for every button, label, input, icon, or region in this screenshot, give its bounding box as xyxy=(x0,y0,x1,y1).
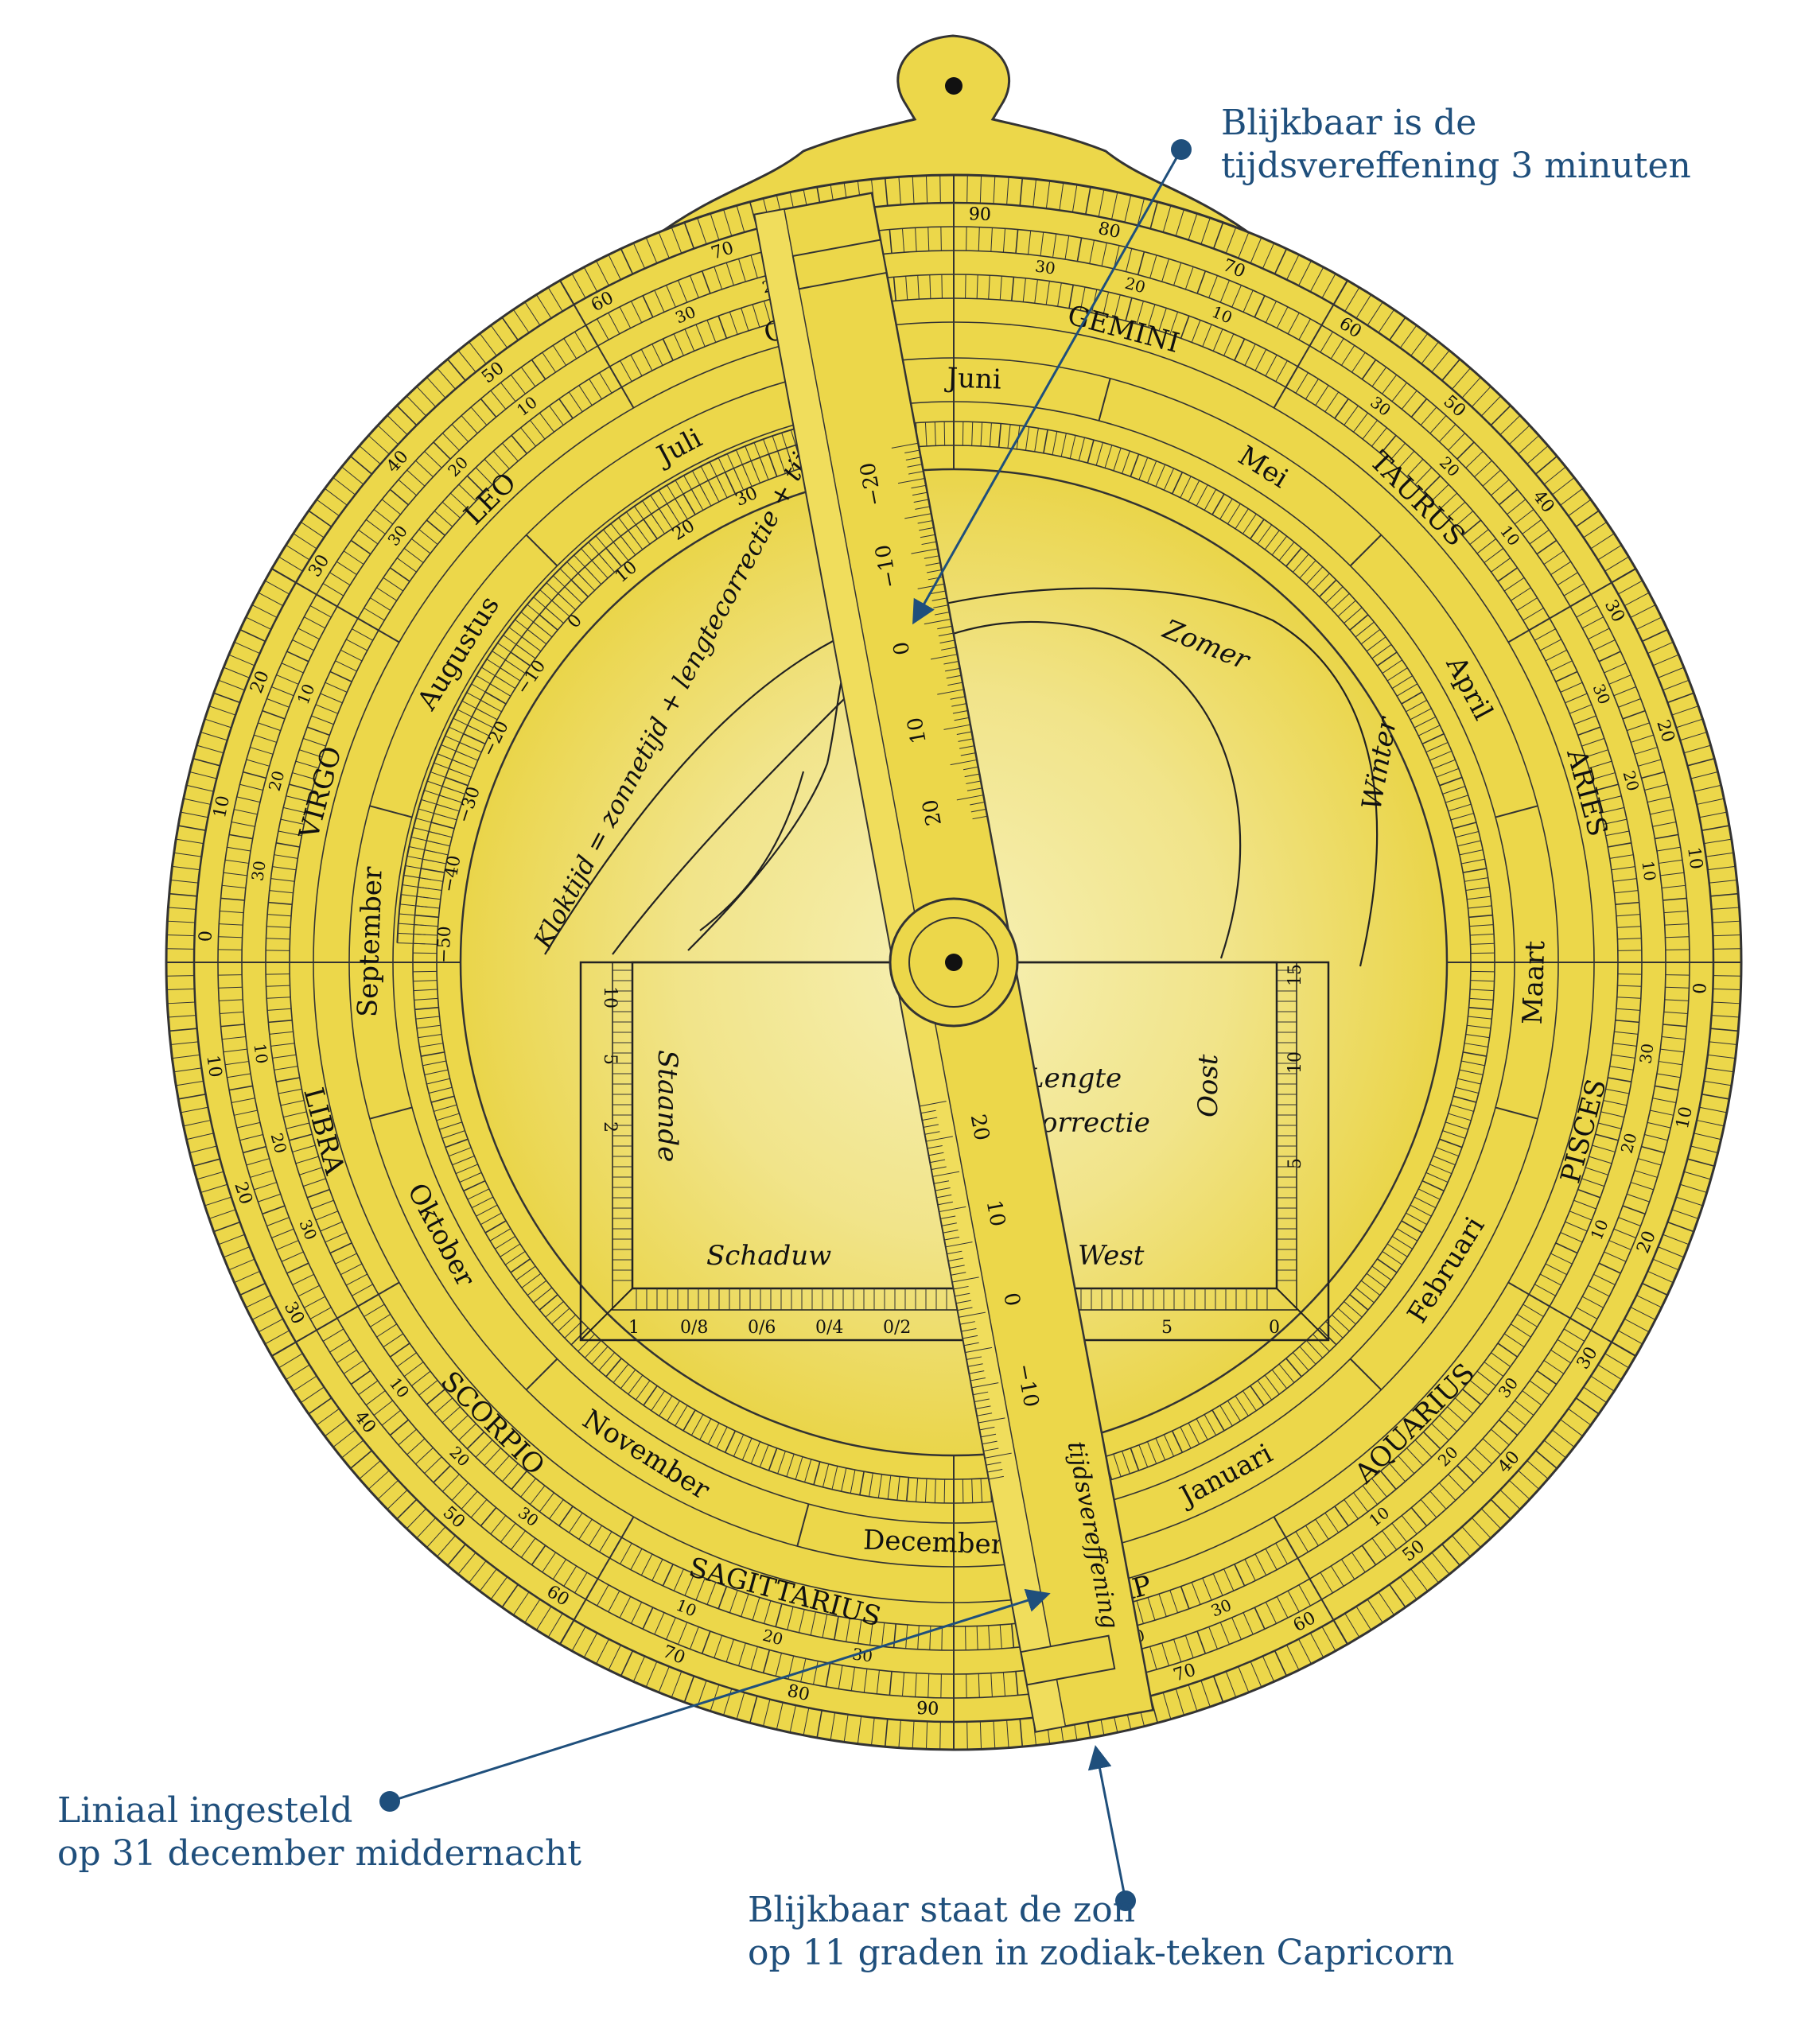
outer-degree-label: 0 xyxy=(1690,982,1710,994)
outer-degree-label: 80 xyxy=(1096,219,1122,243)
month-label: Juni xyxy=(944,362,1002,395)
callout-line: Blijkbaar is de xyxy=(1221,103,1477,143)
outer-degree-label: 90 xyxy=(968,204,991,225)
shadow-left-tick: 5 xyxy=(600,1054,620,1065)
outer-degree-label: 80 xyxy=(785,1681,811,1705)
callout-line: Blijkbaar staat de zon xyxy=(748,1890,1136,1930)
outer-degree-label: 0 xyxy=(196,931,216,942)
callout-sun-position: Blijkbaar staat de zon op 11 graden in z… xyxy=(748,1889,1454,1975)
month-label: December xyxy=(862,1524,1005,1560)
inner-degree-label: 30 xyxy=(247,860,269,882)
outer-degree-label: 0 xyxy=(196,931,216,942)
callout-dot-left xyxy=(379,1791,400,1812)
equation-scale-label: −50 xyxy=(434,926,456,963)
callout-line: op 31 december middernacht xyxy=(57,1833,581,1874)
outer-degree-label: 10 xyxy=(210,794,234,820)
rule[interactable] xyxy=(753,192,1154,1733)
inner-degree-label: 30 xyxy=(1635,1042,1657,1064)
outer-degree-label: 10 xyxy=(1683,846,1706,871)
lengte-label: Lengte xyxy=(1025,1063,1122,1094)
callout-equation-of-time: Blijkbaar is de tijdsvereffening 3 minut… xyxy=(1221,102,1691,188)
shadow-west-label: West xyxy=(1078,1240,1145,1272)
throne-hole xyxy=(945,77,962,95)
shadow-right-tick: 15 xyxy=(1285,964,1305,986)
callout-dot-bottom xyxy=(1115,1890,1136,1911)
rule-scale-label: 20 xyxy=(966,1113,994,1143)
rule-scale-label: 10 xyxy=(982,1199,1010,1229)
inner-degree-label: 10 xyxy=(1638,860,1659,882)
shadow-left-tick: 10 xyxy=(600,986,620,1008)
pivot-pin xyxy=(945,954,962,971)
shadow-bottom-tick: 0 xyxy=(1269,1318,1280,1338)
callout-dot-top xyxy=(1171,139,1192,160)
callout-line: Liniaal ingesteld xyxy=(57,1790,353,1831)
shadow-bottom-tick: 0/4 xyxy=(815,1318,843,1338)
outer-degree-label: 90 xyxy=(916,1699,939,1719)
shadow-bottom-tick: 0/6 xyxy=(748,1318,776,1338)
shadow-bottom-tick: 5 xyxy=(1161,1318,1172,1338)
shadow-left-tick: 2 xyxy=(600,1121,620,1133)
shadow-right-tick: 5 xyxy=(1285,1158,1305,1169)
outer-degree-label: 90 xyxy=(968,204,991,225)
month-label: September xyxy=(352,865,389,1017)
rule-scale-label: 10 xyxy=(903,715,931,745)
callout-arrows xyxy=(389,149,1183,1902)
month-label: Maart xyxy=(1517,940,1552,1025)
inner-degree-label: 10 xyxy=(250,1042,271,1064)
shadow-bottom-tick: 1 xyxy=(628,1318,640,1338)
inner-degree-label: 30 xyxy=(1034,256,1056,278)
shadow-bottom-tick: 0/8 xyxy=(680,1318,708,1338)
rule-scale-label: 0 xyxy=(889,639,916,657)
season-curves xyxy=(544,587,1379,967)
callout-rule-setting: Liniaal ingesteld op 31 december middern… xyxy=(57,1789,581,1875)
shadow-right-tick: 10 xyxy=(1285,1051,1305,1074)
shadow-oost-label: Oost xyxy=(1192,1054,1224,1117)
outer-degree-label: 90 xyxy=(916,1699,939,1719)
throne xyxy=(648,34,1261,240)
sector-dividers xyxy=(166,175,1741,1750)
outer-degree-label: 10 xyxy=(202,1054,225,1078)
callout-line: tijdsvereffening 3 minuten xyxy=(1221,146,1691,186)
outer-degree-label: 0 xyxy=(1690,982,1710,994)
shadow-schaduw-label: Schaduw xyxy=(706,1240,831,1272)
rule-scale-label: 20 xyxy=(918,798,947,828)
shadow-bottom-tick: 0/2 xyxy=(883,1318,911,1338)
rule-scale-label: 0 xyxy=(998,1291,1025,1308)
outer-degree-label: 10 xyxy=(1673,1105,1697,1131)
shadow-staande-label: Staande xyxy=(651,1050,683,1162)
callout-line: op 11 graden in zodiak-teken Capricorn xyxy=(748,1933,1455,1973)
